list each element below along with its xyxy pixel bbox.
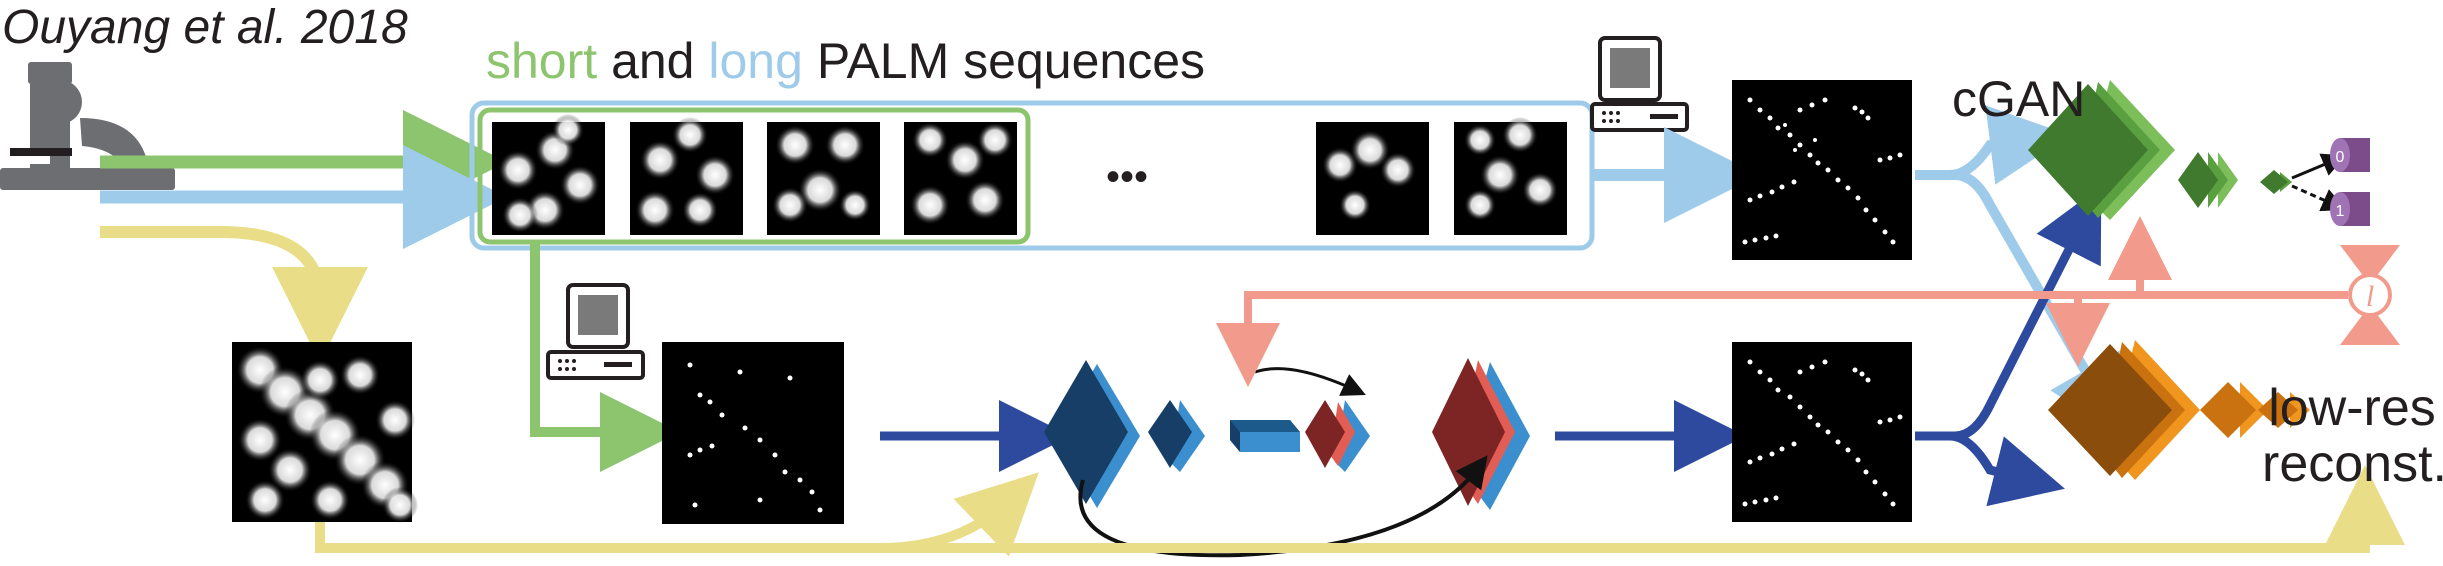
reference-localization-image: [1732, 80, 1912, 260]
generated-localization-image: [1732, 342, 1912, 522]
lowres-line2: reconst.: [2262, 435, 2443, 493]
widefield-arrow: [100, 226, 368, 363]
real-probability-icon: 0: [2330, 138, 2370, 172]
widefield-to-generator-arrow: [879, 472, 1039, 557]
palm-frame: [904, 122, 1017, 235]
fake-probability-icon: 1: [2330, 192, 2370, 226]
palm-frame: [630, 117, 743, 235]
widefield-image: [232, 342, 418, 523]
sparse-localization-image: [662, 342, 844, 524]
palm-frame: [767, 122, 880, 235]
palm-frame: [492, 114, 605, 235]
title-and: and: [597, 33, 709, 89]
computer-icon: [546, 283, 645, 380]
skip-connection: [1078, 455, 1488, 558]
lowres-line1: low-res: [2268, 379, 2436, 437]
skip-connection: [1254, 367, 1366, 396]
cgan-label: cGAN: [1952, 71, 2086, 127]
title-short: short: [486, 33, 598, 89]
svg-text:0: 0: [2336, 149, 2345, 166]
microscope-icon: [0, 62, 175, 190]
ellipsis: •••: [1106, 155, 1148, 199]
palm-frame: [1454, 117, 1567, 235]
sequences-title: short and long PALM sequences: [486, 32, 1205, 90]
title-rest: PALM sequences: [802, 33, 1205, 89]
generator-network: [1044, 358, 1530, 510]
palm-frame: [1316, 122, 1429, 235]
svg-text:1: 1: [2336, 203, 2345, 220]
widefield-to-lowres-arrow: [315, 465, 2405, 553]
loss-to-generator-arrow: [1216, 291, 2348, 387]
reference-to-cgan-arrow: [1915, 105, 2070, 185]
fake-output-arrow: [2291, 184, 2346, 212]
discriminator-network: [2028, 80, 2292, 220]
loss-symbol: l: [2366, 280, 2374, 313]
citation: Ouyang et al. 2018: [2, 1, 408, 54]
short-to-sparse-arrow: [530, 242, 680, 472]
title-long: long: [708, 33, 803, 89]
short-sequence-box: [477, 107, 1031, 245]
loss-icon: l: [2340, 245, 2400, 345]
computer-icon: [1590, 36, 1689, 132]
lowres-network: [2048, 340, 2310, 480]
real-output-arrow: [2291, 153, 2347, 180]
generated-to-lowres-arrow: [1915, 431, 2065, 507]
